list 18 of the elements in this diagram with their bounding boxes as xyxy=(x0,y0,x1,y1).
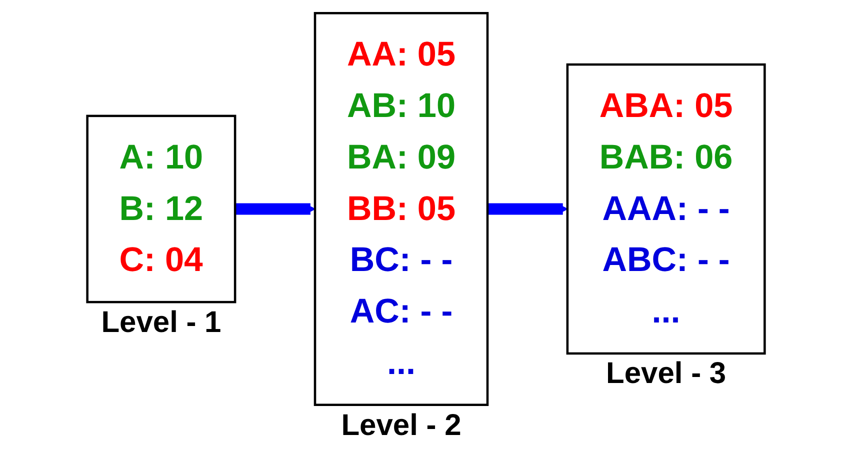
level-caption: Level - 1 xyxy=(101,306,222,340)
list-box: ABA: 05 BAB: 06 AAA: - - ABC: - - ... xyxy=(566,63,766,355)
node-label: BC: - - xyxy=(350,242,453,280)
node-label: ... xyxy=(652,292,680,331)
node-label: BAB: 06 xyxy=(599,138,733,176)
node-label: AA: 05 xyxy=(346,36,456,74)
node-label: ABA: 05 xyxy=(599,87,733,126)
node-label: BA: 09 xyxy=(346,138,456,176)
node-label: AB: 10 xyxy=(346,87,456,126)
level-caption: Level - 3 xyxy=(606,357,726,392)
node-label: AAA: - - xyxy=(602,190,730,228)
node-label: ABC: - - xyxy=(602,242,730,280)
node-label: BB: 05 xyxy=(346,190,456,228)
list-box: AA: 05 AB: 10 BA: 09 BB: 05 BC: - - AC: - - ... xyxy=(314,12,489,406)
node-label: ... xyxy=(386,344,416,382)
list-box: A: 10 B: 12 C: 04 xyxy=(86,114,236,304)
level-caption: Level - 2 xyxy=(341,408,462,443)
node-label: AC: - - xyxy=(350,292,453,331)
